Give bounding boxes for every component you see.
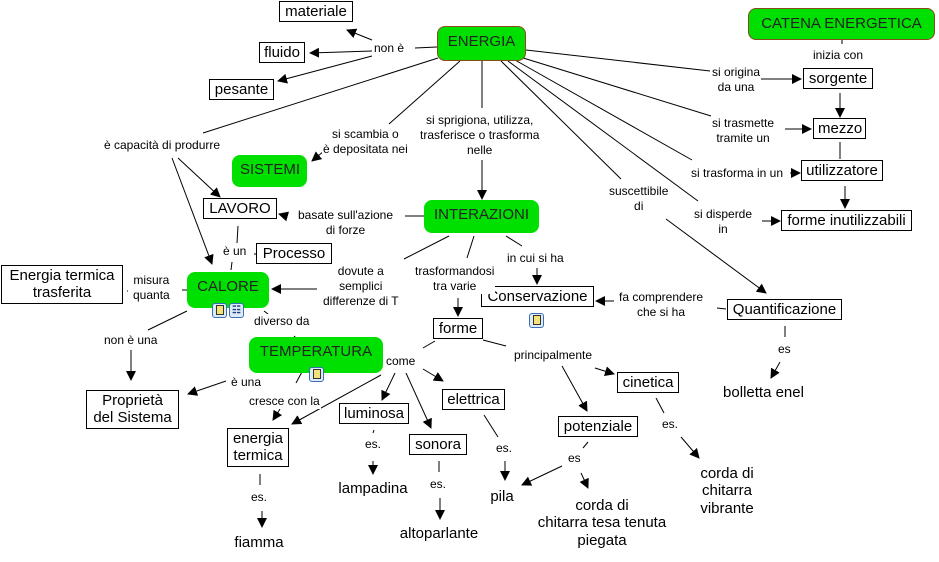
link-si-disperde: si disperde in <box>693 207 754 237</box>
document-icon[interactable] <box>529 313 544 328</box>
link-si-origina: si origina da una <box>711 65 762 95</box>
link-si-scambia: si scambia o è depositata nei <box>322 127 409 157</box>
link-es: es. <box>429 477 448 492</box>
concept-conservazione[interactable]: Conservazione <box>481 286 594 308</box>
link-dovute-a: dovute a semplici differenze di T <box>322 264 400 309</box>
link-trasformandosi: trasformandosi tra varie <box>414 264 496 294</box>
link-si-sprigiona: si sprigiona, utilizza, trasferisce o tr… <box>419 113 541 158</box>
concept-altoparlante[interactable]: altoparlante <box>399 525 479 542</box>
concept-sonora[interactable]: sonora <box>409 434 467 456</box>
link-suscettibile: suscettibile di <box>608 184 670 214</box>
concept-elettrica[interactable]: elettrica <box>442 389 505 411</box>
link-e-una: è una <box>230 375 263 390</box>
document-icon[interactable] <box>212 303 227 318</box>
link-inizia-con: inizia con <box>812 48 865 63</box>
link-es: es. <box>250 490 269 505</box>
concept-bolletta-enel[interactable]: bolletta enel <box>723 384 804 401</box>
link-cresce-con-la: cresce con la <box>248 394 321 409</box>
link-fa-comprendere: fa comprendere che si ha <box>618 290 705 320</box>
concept-lavoro[interactable]: LAVORO <box>203 198 277 220</box>
concept-interazioni[interactable]: INTERAZIONI <box>424 200 539 233</box>
concept-fiamma[interactable]: fiamma <box>234 534 284 551</box>
concept-proprieta-del-sistema[interactable]: Proprietà del Sistema <box>86 390 179 429</box>
link-diverso-da: diverso da <box>253 314 311 329</box>
concept-pila[interactable]: pila <box>490 488 514 505</box>
link-in-cui-si-ha: in cui si ha <box>506 251 565 266</box>
concept-energia-termica-trasferita[interactable]: Energia termica trasferita <box>1 265 123 304</box>
concept-materiale[interactable]: materiale <box>279 1 353 23</box>
concept-energia[interactable]: ENERGIA <box>437 26 526 61</box>
concept-sorgente[interactable]: sorgente <box>803 68 873 90</box>
concept-mezzo[interactable]: mezzo <box>813 118 866 140</box>
concept-pesante[interactable]: pesante <box>209 79 274 101</box>
link-principalmente: principalmente <box>513 348 594 363</box>
concept-sistemi[interactable]: SISTEMI <box>232 155 307 187</box>
concept-map-icon[interactable]: ☷ <box>229 303 244 318</box>
link-si-trasforma: si trasforma in un <box>690 166 785 181</box>
concept-lampadina[interactable]: lampadina <box>338 480 408 497</box>
link-es: es. <box>661 417 680 432</box>
concept-forme[interactable]: forme <box>433 318 483 340</box>
link-basate: basate sull'azione di forze <box>297 208 395 238</box>
link-non-e-una: non è una <box>103 333 159 348</box>
concept-fluido[interactable]: fluido <box>259 42 305 64</box>
link-misura-quanta: misura quanta <box>132 273 171 303</box>
link-non-e: non è <box>373 41 406 56</box>
concept-potenziale[interactable]: potenziale <box>558 416 638 438</box>
concept-catena-energetica[interactable]: CATENA ENERGETICA <box>748 8 935 40</box>
concept-energia-termica[interactable]: energia termica <box>227 428 289 467</box>
link-e-un: è un <box>222 244 248 259</box>
concept-calore[interactable]: CALORE <box>187 272 269 308</box>
link-es: es <box>567 451 582 466</box>
link-es: es. <box>364 437 383 452</box>
concept-luminosa[interactable]: luminosa <box>339 403 409 425</box>
concept-corda-tesa[interactable]: corda di chitarra tesa tenuta piegata <box>537 497 667 549</box>
concept-processo[interactable]: Processo <box>256 243 332 265</box>
link-es: es <box>777 342 792 357</box>
concept-quantificazione[interactable]: Quantificazione <box>727 299 842 321</box>
link-come: come <box>385 354 417 369</box>
link-capacita-di-produrre: è capacità di produrre <box>103 138 222 153</box>
concept-forme-inutilizzabili[interactable]: forme inutilizzabili <box>781 210 912 232</box>
link-si-trasmette: si trasmette tramite un <box>711 116 776 146</box>
document-icon[interactable] <box>309 367 324 382</box>
concept-utilizzatore[interactable]: utilizzatore <box>801 160 883 182</box>
concept-corda-vibrante[interactable]: corda di chitarra vibrante <box>700 465 754 517</box>
concept-cinetica[interactable]: cinetica <box>617 372 679 394</box>
link-es: es. <box>495 441 514 456</box>
